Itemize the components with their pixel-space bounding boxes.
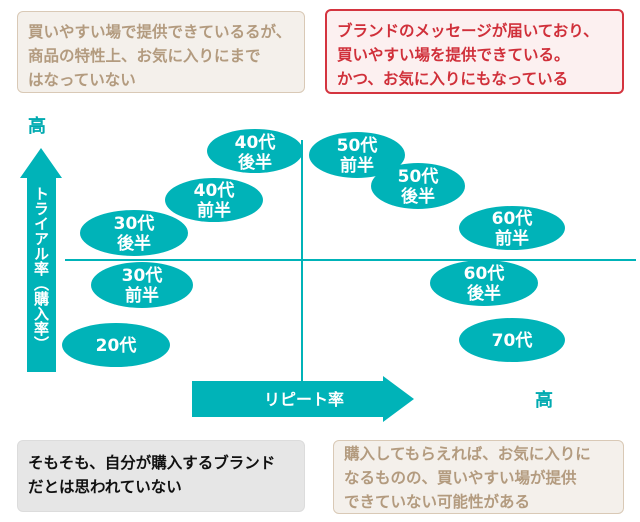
svg-text:20代: 20代 — [96, 335, 137, 356]
svg-text:後半: 後半 — [401, 186, 435, 207]
repeat-rate-arrow — [192, 376, 414, 422]
svg-text:40代: 40代 — [194, 180, 235, 201]
quadrant-note-bottom-right: 購入してもらえれば、お気に入りに なるものの、買いやすい場が提供 できていない可… — [333, 440, 624, 514]
segment-20s: 20代 — [62, 323, 170, 367]
svg-text:前半: 前半 — [340, 155, 374, 176]
svg-text:60代: 60代 — [492, 208, 533, 229]
svg-text:40代: 40代 — [235, 132, 276, 153]
svg-text:前半: 前半 — [125, 285, 159, 306]
svg-text:60代: 60代 — [464, 263, 505, 284]
segment-70s: 70代 — [459, 318, 565, 362]
svg-text:前半: 前半 — [495, 228, 529, 249]
y-axis-high-label: 高 — [28, 116, 46, 137]
svg-text:70代: 70代 — [492, 330, 533, 351]
quadrant-note-top-left: 買いやすい場で提供できているるが、 商品の特性上、お気に入りにまで はなっていな… — [17, 11, 305, 93]
svg-text:30代: 30代 — [114, 213, 155, 234]
trial-rate-label: トライアル率（購入率） — [32, 186, 50, 351]
svg-text:50代: 50代 — [337, 135, 378, 156]
svg-text:30代: 30代 — [122, 265, 163, 286]
trial-rate-arrow — [20, 148, 62, 372]
svg-text:後半: 後半 — [238, 152, 272, 173]
svg-text:前半: 前半 — [197, 200, 231, 221]
svg-text:50代: 50代 — [398, 166, 439, 187]
x-axis-high-label: 高 — [535, 390, 553, 411]
svg-text:後半: 後半 — [117, 233, 151, 254]
quadrant-note-top-right: ブランドのメッセージが届いており、 買いやすい場を提供できている。 かつ、お気に… — [325, 9, 624, 94]
repeat-rate-label: リピート率 — [264, 390, 344, 409]
svg-text:後半: 後半 — [467, 283, 501, 304]
quadrant-note-bottom-left: そもそも、自分が購入するブランド だとは思われていない — [17, 440, 305, 512]
